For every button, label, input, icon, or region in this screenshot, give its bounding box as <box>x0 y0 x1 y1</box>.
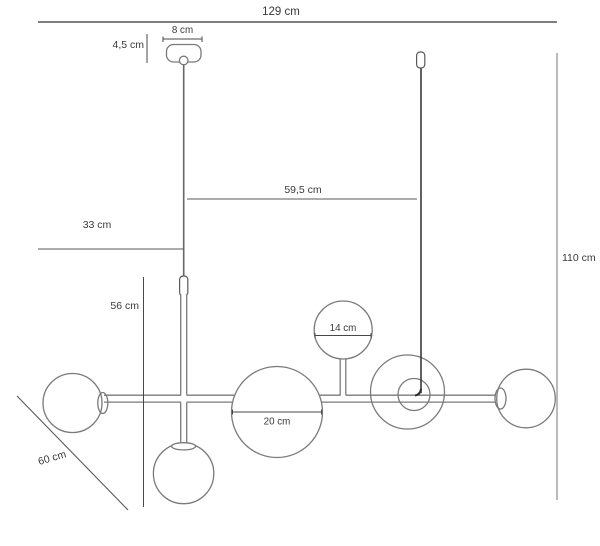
right-globe-socket <box>494 387 507 410</box>
dim-large-globe: 20 cm <box>232 409 322 428</box>
dim-canopy-diameter: 8 cm <box>162 25 203 42</box>
dim-cord-offset-label: 59,5 cm <box>284 184 322 196</box>
dim-canopy-height: 4,5 cm <box>112 34 148 63</box>
dim-small-globe: 14 cm <box>314 323 372 338</box>
cord-rod-connector <box>179 275 189 297</box>
dim-overall-width: 129 cm <box>38 6 557 23</box>
dim-total-height-label: 110 cm <box>562 252 596 264</box>
dim-small-globe-label: 14 cm <box>330 323 357 334</box>
second-cord-grip <box>416 51 426 69</box>
dim-rod-height-label: 56 cm <box>110 300 139 312</box>
small-globe-14cm <box>313 300 373 360</box>
dim-side-offset-label: 33 cm <box>83 219 112 231</box>
dim-canopy-diameter-label: 8 cm <box>172 25 193 36</box>
left-globe <box>42 372 103 434</box>
bottom-globe-cap <box>170 442 197 451</box>
dim-large-globe-label: 20 cm <box>264 417 291 428</box>
rod-joints <box>181 394 346 403</box>
dim-canopy-height-label: 4,5 cm <box>112 39 144 51</box>
vertical-rod <box>180 295 188 447</box>
right-globe <box>496 368 556 429</box>
dim-side-offset: 33 cm <box>38 219 184 250</box>
dim-total-height: 110 cm <box>556 53 596 500</box>
second-cord-hook <box>414 388 422 397</box>
rod-globe-socket <box>397 377 431 412</box>
left-globe-socket <box>97 391 109 415</box>
dim-depth-label: 60 cm <box>37 448 68 467</box>
rod-globe-outer <box>369 354 446 430</box>
bottom-globe <box>152 442 215 505</box>
small-globe-stem <box>339 356 347 398</box>
dim-rod-height: 56 cm <box>110 277 144 507</box>
canopy-cord-knob <box>178 55 189 66</box>
dim-cord-offset: 59,5 cm <box>187 184 417 200</box>
dim-overall-width-label: 129 cm <box>262 6 300 18</box>
